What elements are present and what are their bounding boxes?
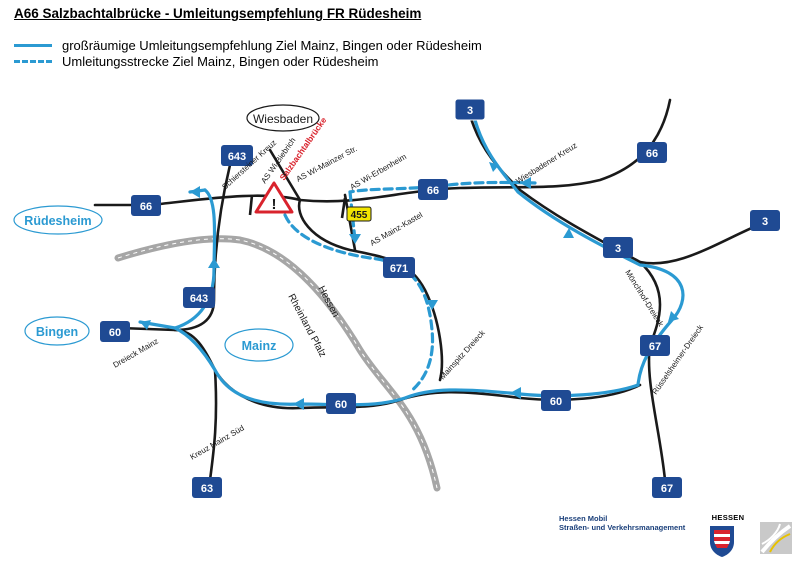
arrow-icon	[349, 234, 361, 244]
shield-number: 60	[109, 327, 121, 339]
label-wiesbadener-kreuz: Wiesbadener Kreuz	[514, 141, 578, 186]
shield-a67-mid: 67	[640, 335, 670, 356]
shield-a66-center: 66	[418, 179, 448, 200]
shield-number: 643	[228, 151, 246, 163]
label-kreuz-mainz-sued: Kreuz Mainz Süd	[189, 423, 246, 461]
legend-item-large-scale-detour: großräumige Umleitungsempfehlung Ziel Ma…	[14, 37, 482, 53]
hessen-lion-shield-icon	[710, 526, 734, 557]
detour-routes	[138, 118, 685, 407]
shield-a63: 63	[192, 477, 222, 498]
shield-number: 643	[190, 293, 208, 305]
map-title: A66 Salzbachtalbrücke - Umleitungsempfeh…	[14, 6, 422, 21]
state-border	[114, 235, 441, 492]
city-wiesbaden: Wiesbaden	[246, 104, 320, 132]
footer-organisation: Hessen Mobil Straßen- und Verkehrsmanage…	[559, 514, 685, 532]
autobahn-shields: 3 66 3 3 643 66 66 643 60 671 67 60 60 6…	[100, 98, 780, 498]
route-dashed-kastel	[348, 190, 357, 242]
shield-a60-right: 60	[541, 390, 571, 411]
label-hessen: Hessen	[315, 284, 341, 319]
label-as-mainz-kastel: AS Mainz-Kastel	[369, 210, 425, 247]
shield-number: 455	[351, 210, 368, 221]
shield-a60-left: 60	[100, 321, 130, 342]
shield-a3-right: 3	[750, 210, 780, 231]
city-label: Rüdesheim	[24, 214, 91, 228]
shield-a60-center: 60	[326, 393, 356, 414]
label-as-wi-erbenheim: AS Wi-Erbenheim	[349, 152, 409, 192]
label-mainspitz-dreieck: Mainspitz Dreieck	[438, 328, 488, 382]
legend-item-detour-route: Umleitungsstrecke Ziel Mainz, Bingen ode…	[14, 53, 378, 69]
arrow-icon	[190, 186, 200, 198]
legend-label: Umleitungsstrecke Ziel Mainz, Bingen ode…	[62, 53, 379, 69]
arrow-icon	[510, 387, 521, 399]
shield-number: 3	[467, 105, 473, 117]
arrow-icon	[140, 320, 151, 330]
arrow-icon	[563, 228, 574, 238]
shield-b455: 455	[346, 206, 372, 222]
shield-number: 66	[646, 148, 658, 160]
arrow-icon	[489, 162, 499, 172]
city-bingen: Bingen	[24, 316, 90, 346]
road-wiesbaden-link	[268, 148, 302, 202]
city-label: Bingen	[36, 325, 78, 339]
route-solid-a60	[138, 320, 640, 407]
legend-label: großräumige Umleitungsempfehlung Ziel Ma…	[62, 37, 482, 53]
shield-a643-mid: 643	[183, 287, 215, 308]
shield-a66-right: 66	[637, 142, 667, 163]
org-name: Hessen Mobil	[559, 514, 608, 523]
shield-a66-left: 66	[131, 195, 161, 216]
shield-number: 60	[550, 396, 562, 408]
state-labels: Hessen Rheinland Pfalz	[285, 284, 341, 359]
legend-solid-line-swatch	[14, 43, 52, 47]
shield-number: 67	[649, 341, 661, 353]
hessen-mobil-road-logo-icon	[760, 522, 792, 554]
route-solid-a643	[173, 188, 217, 330]
city-mainz: Mainz	[224, 328, 294, 362]
shield-a643-top: 643	[221, 145, 253, 166]
shield-a67-bottom: 67	[652, 477, 682, 498]
label-ruesselsheimer-dreieck: Rüsselsheimer-Dreieck	[650, 322, 705, 396]
warning-triangle-icon: !	[254, 181, 294, 214]
shield-number: 671	[390, 263, 408, 275]
arrow-icon	[208, 258, 220, 268]
route-solid-a3	[473, 118, 685, 387]
road-a60-kms	[208, 368, 218, 482]
shield-a671: 671	[383, 257, 415, 278]
hessen-logo-word: HESSEN	[711, 513, 745, 522]
shield-a3-top: 3	[454, 98, 486, 121]
shield-number: 63	[201, 483, 213, 495]
closure-bars	[248, 194, 347, 219]
legend-dashed-line-swatch	[14, 59, 52, 63]
city-label: Mainz	[242, 339, 277, 353]
shield-number: 67	[661, 483, 673, 495]
shield-number: 3	[615, 243, 621, 255]
route-dashed-ring	[283, 213, 435, 394]
shield-number: 66	[427, 185, 439, 197]
shield-a3-mid: 3	[603, 237, 633, 258]
route-arrows	[140, 162, 679, 410]
shield-number: 3	[762, 216, 768, 228]
city-label: Wiesbaden	[253, 112, 313, 126]
warning-symbol: !	[272, 196, 277, 213]
shield-number: 60	[335, 399, 347, 411]
org-subtitle: Straßen- und Verkehrsmanagement	[559, 523, 686, 532]
arrow-icon	[293, 398, 304, 410]
city-ruedesheim: Rüdesheim	[13, 205, 103, 235]
shield-number: 66	[140, 201, 152, 213]
arrow-icon	[520, 177, 531, 189]
hessen-logo: HESSEN	[708, 513, 748, 559]
road-a66	[93, 98, 672, 207]
arrow-icon	[426, 300, 438, 310]
arrow-icon	[668, 311, 679, 322]
